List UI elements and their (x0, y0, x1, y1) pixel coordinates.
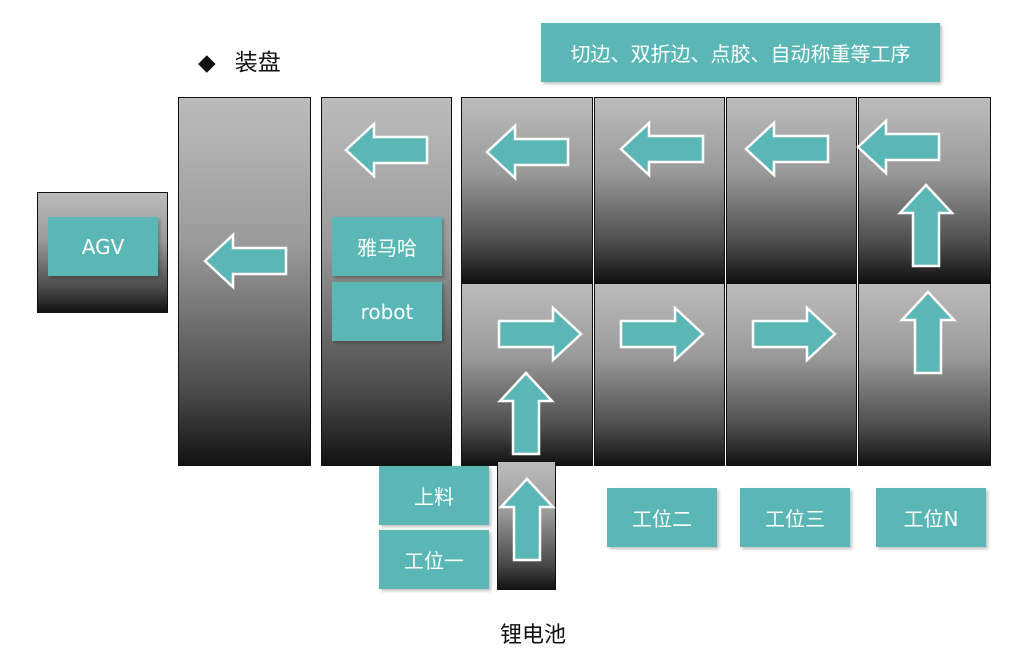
agv-label: AGV (48, 217, 158, 276)
up-arrow-icon (498, 477, 556, 562)
loading-label: 上料 (379, 466, 489, 525)
left-arrow-icon (856, 118, 941, 176)
right-arrow-icon (751, 305, 837, 363)
station-3-label: 工位三 (740, 488, 850, 547)
station-n-label: 工位N (876, 488, 986, 547)
station-2-label: 工位二 (607, 488, 717, 547)
yamaha-label: 雅马哈 (332, 217, 442, 276)
robot-label: robot (332, 282, 442, 341)
title: ◆ 装盘 (198, 43, 281, 77)
top-row-block-3 (726, 97, 857, 283)
diamond-bullet-icon: ◆ (198, 50, 216, 76)
station-1-label: 工位一 (379, 530, 489, 589)
left-arrow-icon (485, 123, 570, 181)
left-arrow-icon (744, 120, 830, 178)
up-arrow-icon (897, 183, 955, 268)
right-arrow-icon (619, 305, 705, 363)
bottom-row-block-2 (594, 283, 725, 466)
bottom-row-block-3 (726, 283, 857, 466)
left-arrow-icon (619, 120, 705, 178)
title-text: 装盘 (234, 50, 281, 76)
battery-label: 锂电池 (500, 623, 567, 648)
left-arrow-icon (344, 121, 429, 179)
top-row-block-2 (594, 97, 725, 283)
right-arrow-icon (497, 305, 583, 363)
up-arrow-icon (497, 371, 555, 456)
transfer-column-block (178, 97, 311, 466)
top-row-block-1 (461, 97, 593, 283)
up-arrow-icon (899, 290, 957, 375)
process-steps-box: 切边、双折边、点胶、自动称重等工序 (541, 23, 940, 82)
left-arrow-icon (203, 232, 288, 290)
